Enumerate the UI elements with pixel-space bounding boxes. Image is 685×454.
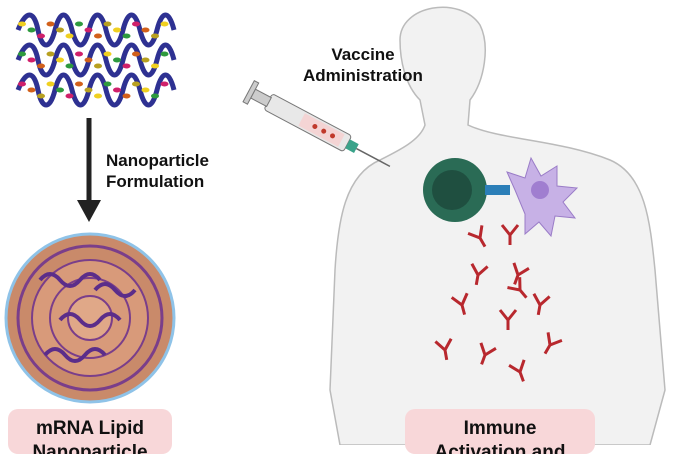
antibodies xyxy=(434,224,563,382)
nucleotide xyxy=(94,93,102,99)
vaccine-administration-label: Vaccine Administration xyxy=(303,44,423,86)
nucleotide xyxy=(103,51,112,57)
antibody-icon xyxy=(500,224,520,245)
nucleotide xyxy=(151,33,159,39)
syringe-icon xyxy=(242,79,391,168)
nucleotide xyxy=(75,51,83,57)
nucleotide xyxy=(132,51,140,57)
nucleotide xyxy=(84,57,93,63)
nucleotide xyxy=(113,87,121,93)
label-line: Administration xyxy=(303,66,423,85)
mrna-lnp-box: mRNA Lipid Nanoparticle xyxy=(8,409,172,454)
nucleotide xyxy=(151,63,159,69)
nucleotide xyxy=(18,51,26,57)
nucleotide xyxy=(113,57,121,63)
antibody-icon xyxy=(470,263,489,286)
antibody-icon xyxy=(434,338,453,361)
nucleotide xyxy=(132,81,140,87)
label-line: Nanoparticle xyxy=(106,151,209,170)
nucleotide xyxy=(18,21,26,27)
label-line: Formulation xyxy=(106,172,205,191)
nucleotide xyxy=(65,33,74,39)
nucleotide xyxy=(160,81,169,87)
nucleotide xyxy=(75,21,83,27)
lipid-nanoparticle xyxy=(4,232,176,404)
nucleotide xyxy=(122,33,131,39)
mrna-helix xyxy=(15,72,177,108)
box-line: mRNA Lipid xyxy=(35,418,144,439)
mrna-helix xyxy=(15,12,177,48)
dendritic-cell xyxy=(506,156,579,238)
nucleotide xyxy=(151,93,159,99)
nanoparticle-formulation-label: Nanoparticle Formulation xyxy=(106,150,209,192)
nucleotide xyxy=(84,27,93,33)
nucleotide xyxy=(65,93,74,99)
nucleotide xyxy=(65,63,74,69)
nucleotide xyxy=(56,27,64,33)
nucleotide xyxy=(141,87,150,93)
antibody-icon xyxy=(450,292,469,316)
nucleotide xyxy=(18,81,26,87)
box-line: Immune xyxy=(463,418,537,439)
antibody-icon xyxy=(512,262,530,285)
nucleotide xyxy=(141,27,150,33)
down-arrow-icon xyxy=(77,118,101,222)
mrna-helix xyxy=(15,42,177,78)
antibody-icon xyxy=(467,225,487,248)
nucleotide xyxy=(27,27,36,33)
nucleotide xyxy=(37,63,45,69)
nucleotide xyxy=(27,87,36,93)
nucleotide xyxy=(46,51,55,57)
nucleotide xyxy=(122,93,131,99)
nucleotide xyxy=(160,51,169,57)
nucleotide xyxy=(132,21,140,27)
nucleotide xyxy=(113,27,121,33)
box-line: Activation and xyxy=(434,442,566,454)
antibody-icon xyxy=(508,359,526,382)
nucleotide xyxy=(75,81,83,87)
antibody-icon xyxy=(498,309,518,330)
nucleotide xyxy=(37,93,45,99)
nucleotide xyxy=(141,57,150,63)
nucleotide xyxy=(56,87,64,93)
nucleotide xyxy=(46,21,55,27)
mrna-strands xyxy=(15,12,177,108)
nucleotide xyxy=(94,63,102,69)
nucleotide xyxy=(160,21,169,27)
nucleotide xyxy=(103,21,112,27)
antibody-icon xyxy=(532,293,551,316)
antibody-icon xyxy=(543,332,563,355)
nucleotide xyxy=(122,63,131,69)
t-cell xyxy=(423,158,510,222)
nucleotide xyxy=(94,33,102,39)
nucleotide xyxy=(56,57,64,63)
nucleotide xyxy=(27,57,36,63)
nucleotide xyxy=(103,81,112,87)
label-line: Vaccine xyxy=(331,45,395,64)
nucleotide xyxy=(37,33,45,39)
human-body xyxy=(329,6,666,445)
antibody-icon xyxy=(479,342,497,365)
antibody-icon xyxy=(507,277,528,299)
nucleotide xyxy=(84,87,93,93)
immune-activation-box: Immune Activation and xyxy=(405,409,595,454)
box-line: Nanoparticle xyxy=(32,442,148,454)
nucleotide xyxy=(46,81,55,87)
